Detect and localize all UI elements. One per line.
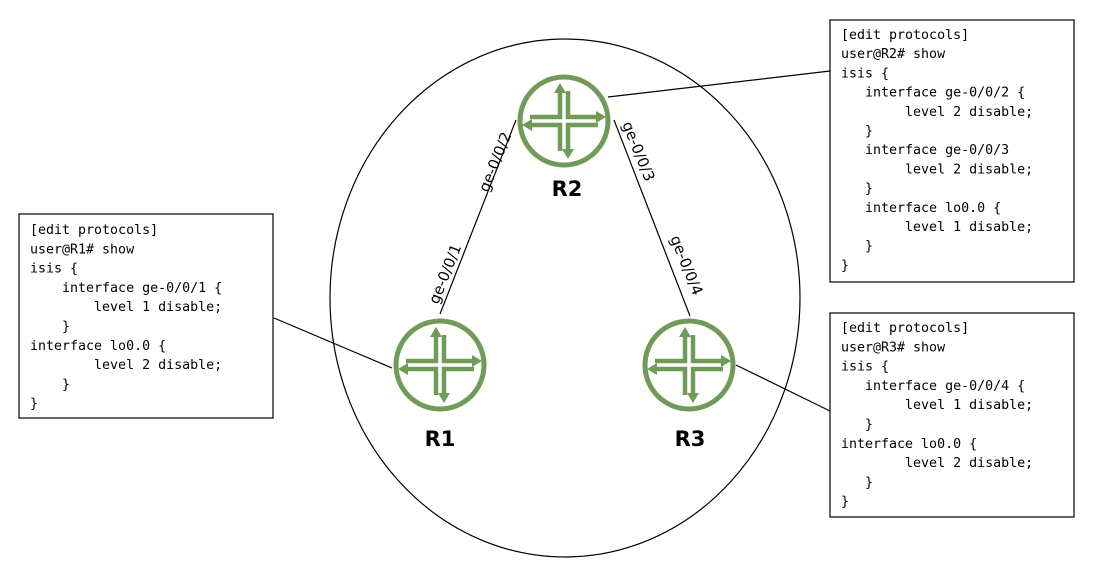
config-line: } xyxy=(841,475,873,490)
iface-label-r3-ge-0-0-4: ge-0/0/4 xyxy=(666,233,706,298)
juniper-router-icon xyxy=(520,77,608,165)
router-label-r1: R1 xyxy=(425,427,456,451)
config-line: interface lo0.0 { xyxy=(30,339,166,354)
config-box-r3: [edit protocols] user@R3# show isis { inte… xyxy=(829,312,1075,518)
config-line: level 1 disable; xyxy=(841,220,1033,235)
iface-label-r2-ge-0-0-3: ge-0/0/3 xyxy=(618,119,658,184)
config-line: } xyxy=(841,418,873,433)
config-line: [edit protocols] xyxy=(841,321,969,336)
config-line: } xyxy=(841,182,873,197)
config-line: user@R1# show xyxy=(30,242,134,257)
config-lines-r1: [edit protocols] user@R1# show isis { inte… xyxy=(30,223,222,412)
router-r3: R3 xyxy=(645,321,733,451)
config-line: interface lo0.0 { xyxy=(841,201,1001,216)
router-r1: R1 xyxy=(396,321,484,451)
link-r2-r3 xyxy=(613,119,691,317)
config-line: interface ge-0/0/3 xyxy=(841,143,1009,158)
isis-area-ellipse xyxy=(329,38,801,558)
config-line: } xyxy=(841,124,873,139)
callout-line-r1 xyxy=(273,317,393,369)
config-line: } xyxy=(30,320,70,335)
config-line: } xyxy=(841,258,849,273)
callout-line-r3 xyxy=(735,364,831,412)
config-line: interface lo0.0 { xyxy=(841,437,977,452)
config-line: [edit protocols] xyxy=(30,223,158,238)
config-line: } xyxy=(30,397,38,412)
config-line: isis { xyxy=(841,66,889,81)
config-line: level 2 disable; xyxy=(841,162,1033,177)
juniper-router-icon xyxy=(396,321,484,409)
config-line: isis { xyxy=(841,360,889,375)
config-line: interface ge-0/0/4 { xyxy=(841,379,1025,394)
config-line: level 2 disable; xyxy=(30,358,222,373)
link-r1-r2 xyxy=(439,119,517,315)
config-lines-r3: [edit protocols] user@R3# show isis { inte… xyxy=(841,321,1033,510)
iface-label-r2-ge-0-0-2: ge-0/0/2 xyxy=(475,129,515,194)
config-line: } xyxy=(841,495,849,510)
config-box-r1: [edit protocols] user@R1# show isis { inte… xyxy=(18,213,274,419)
config-line: } xyxy=(30,377,70,392)
config-line: level 2 disable; xyxy=(841,105,1033,120)
iface-label-r1-ge-0-0-1: ge-0/0/1 xyxy=(425,241,465,306)
config-line: level 1 disable; xyxy=(30,300,222,315)
config-lines-r2: [edit protocols] user@R2# show isis { inte… xyxy=(841,28,1033,273)
router-label-r2: R2 xyxy=(552,177,583,201)
config-line: } xyxy=(841,239,873,254)
config-line: level 2 disable; xyxy=(841,456,1033,471)
config-line: [edit protocols] xyxy=(841,28,969,43)
config-line: isis { xyxy=(30,262,78,277)
config-line: level 1 disable; xyxy=(841,398,1033,413)
config-line: interface ge-0/0/2 { xyxy=(841,86,1025,101)
config-line: interface ge-0/0/1 { xyxy=(30,281,222,296)
callout-line-r2 xyxy=(607,70,831,98)
config-line: user@R2# show xyxy=(841,47,945,62)
router-r2: R2 xyxy=(520,77,608,201)
config-box-r2: [edit protocols] user@R2# show isis { inte… xyxy=(829,19,1075,283)
juniper-router-icon xyxy=(645,321,733,409)
config-line: user@R3# show xyxy=(841,340,945,355)
router-label-r3: R3 xyxy=(675,427,706,451)
